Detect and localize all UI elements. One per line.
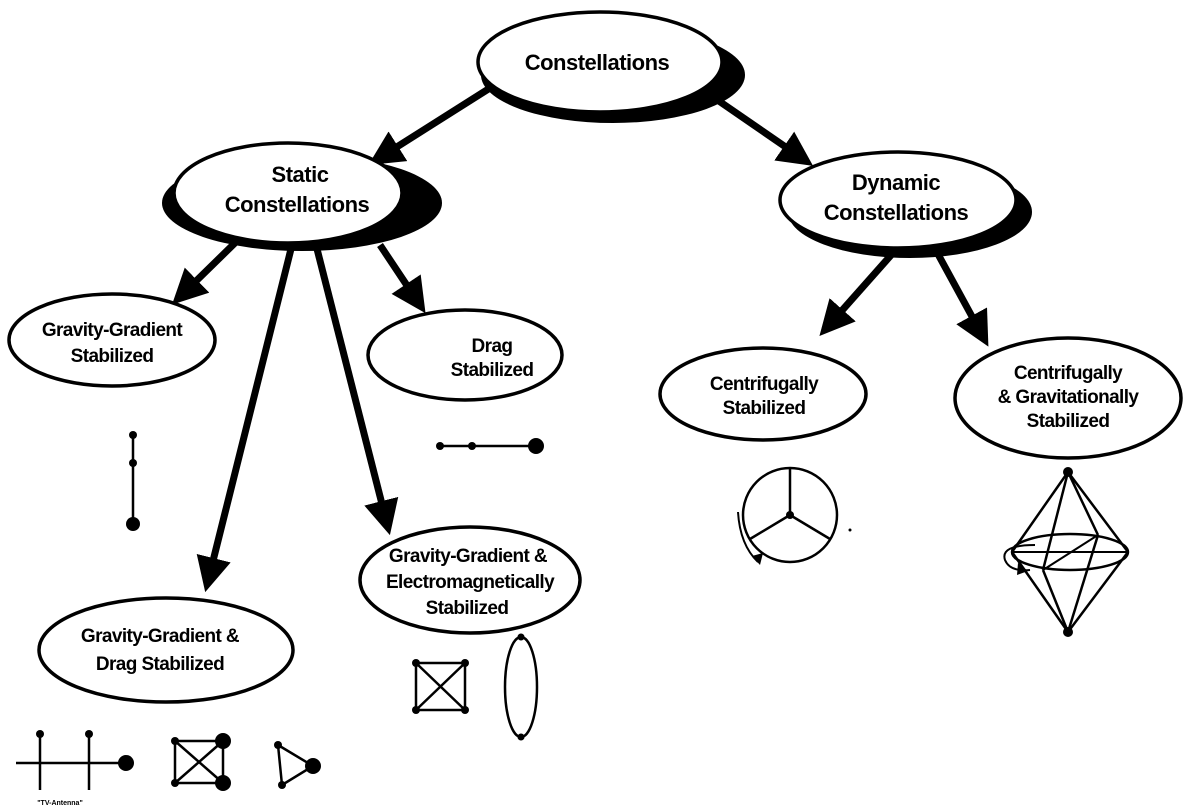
sketch-tv-antenna-icon: "TV-Antenna": [16, 730, 134, 807]
node-constellations: Constellations: [476, 10, 745, 123]
node-centrifugally-gravitationally-stabilized: Centrifugally & Gravitationally Stabiliz…: [953, 336, 1183, 460]
node-ellipse: [37, 596, 295, 704]
node-label-line1: Dynamic: [852, 170, 940, 195]
node-label-line3: Stabilized: [426, 598, 509, 619]
arrow-static-to-gg: [171, 237, 241, 305]
sketch-vertical-tether-icon: [126, 431, 140, 531]
node-label-line2: Electromagnetically: [386, 572, 555, 593]
node-ellipse: [7, 292, 217, 388]
node-label-line1: Gravity-Gradient &: [389, 546, 548, 567]
node-label-line1: Drag: [472, 336, 513, 357]
node-gravity-gradient-stabilized: Gravity-Gradient Stabilized: [7, 292, 217, 388]
sketch-horizontal-tether-icon: [436, 438, 544, 454]
node-label-line2: Drag Stabilized: [96, 654, 224, 675]
node-ellipse: [358, 525, 582, 635]
node-ellipse: [953, 336, 1183, 460]
tv-antenna-caption: "TV-Antenna": [37, 800, 83, 807]
node-label-line2: Constellations: [824, 200, 969, 225]
node-ellipse: [658, 346, 868, 442]
node-ellipse: [778, 150, 1018, 250]
node-centrifugally-stabilized: Centrifugally Stabilized: [658, 346, 868, 442]
arrow-static-to-ggem: [312, 244, 399, 536]
sketch-loop-icon: [503, 633, 539, 741]
node-gravity-gradient-electromagnetically-stabilized: Gravity-Gradient & Electromagnetically S…: [358, 525, 582, 635]
node-dynamic-constellations: Dynamic Constellations: [778, 150, 1032, 258]
node-label-line2: Constellations: [225, 192, 370, 217]
node-label-line1: Centrifugally: [1014, 363, 1123, 384]
node-label-line1: Gravity-Gradient: [42, 320, 184, 341]
sketch-octahedral-structure-icon: [1003, 467, 1130, 637]
node-label-line1: Static: [272, 162, 329, 187]
arrow-root-to-static: [368, 85, 492, 165]
arrow-static-to-ggdrag: [196, 244, 296, 593]
node-label-line1: Gravity-Gradient &: [81, 626, 240, 647]
node-static-constellations: Static Constellations: [162, 141, 442, 251]
node-label: Constellations: [525, 50, 670, 75]
node-label-line2: Stabilized: [71, 346, 154, 367]
node-label-line1: Centrifugally: [710, 374, 819, 395]
node-label-line3: Stabilized: [1027, 411, 1110, 432]
node-gravity-gradient-drag-stabilized: Gravity-Gradient & Drag Stabilized: [37, 596, 295, 704]
sketch-crossed-square-heavy-icon: [171, 733, 231, 791]
node-label-line2: Stabilized: [723, 398, 806, 419]
sketch-spinning-wheel-icon: [737, 466, 852, 565]
node-label-line2: Stabilized: [451, 360, 534, 381]
node-ellipse: [366, 308, 564, 402]
node-label-line2: & Gravitationally: [998, 387, 1140, 408]
sketch-triangle-icon: [274, 741, 321, 789]
node-ellipse: [172, 141, 404, 245]
node-ellipse: [476, 10, 724, 114]
arrow-dynamic-to-centgrav: [929, 243, 989, 347]
arrow-static-to-drag: [377, 243, 426, 314]
node-drag-stabilized: Drag Stabilized: [366, 308, 564, 402]
sketch-crossed-square-icon: [412, 659, 469, 714]
